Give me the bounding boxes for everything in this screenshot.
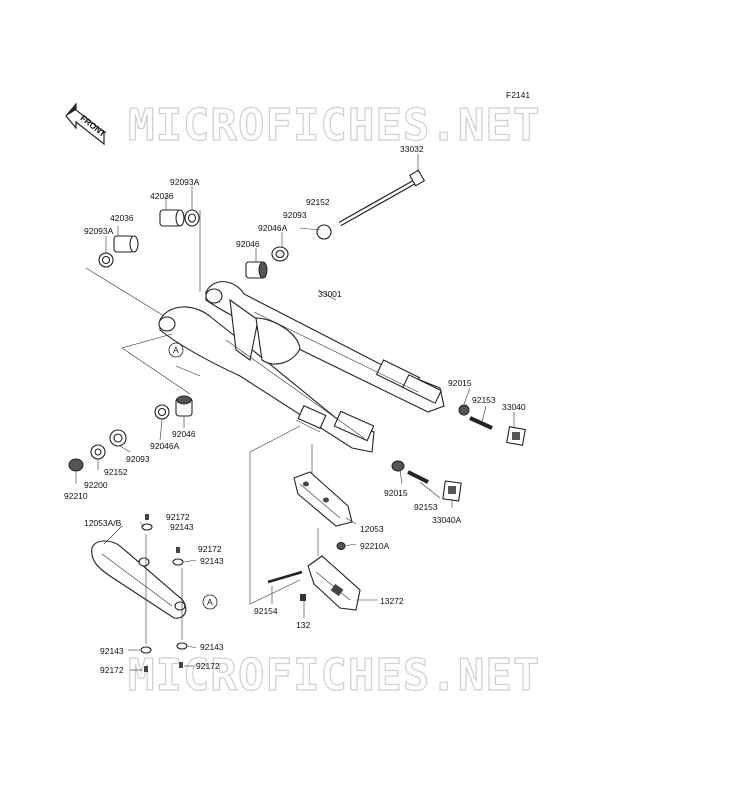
label-92143-a: 92143 xyxy=(170,522,194,532)
label-33032: 33032 xyxy=(400,144,424,154)
watermark-top: MICROFICHES.NET xyxy=(128,100,540,151)
label-42036-left: 42036 xyxy=(110,213,134,223)
screw-92172-d xyxy=(179,662,183,668)
screw-92172-b xyxy=(176,547,180,553)
bearing-92046-top xyxy=(245,261,268,279)
label-92015-low: 92015 xyxy=(384,488,408,498)
nut-92015-low xyxy=(391,460,405,472)
label-13272: 13272 xyxy=(380,596,404,606)
swingarm-body xyxy=(158,281,445,453)
washer-92143-b xyxy=(172,558,184,566)
screw-92172-c xyxy=(144,666,148,672)
label-132: 132 xyxy=(296,620,310,630)
label-92046-top: 92046 xyxy=(236,239,260,249)
bolt-92153-right xyxy=(469,416,493,430)
label-92152-top: 92152 xyxy=(306,197,330,207)
svg-text:A: A xyxy=(207,597,213,607)
svg-text:A: A xyxy=(173,345,179,355)
label-33040: 33040 xyxy=(502,402,526,412)
washer-92143-c xyxy=(140,646,152,654)
label-92153-right: 92153 xyxy=(472,395,496,405)
label-92172-a: 92172 xyxy=(166,512,190,522)
label-92143-d: 92143 xyxy=(200,642,224,652)
chain-slider-12053 xyxy=(293,471,353,527)
bolt-92153-low xyxy=(407,470,429,484)
nut-92015-right xyxy=(458,404,470,416)
label-92172-c: 92172 xyxy=(100,665,124,675)
sleeve-42036-top xyxy=(159,209,185,227)
label-92093-top: 92093 xyxy=(283,210,307,220)
label-92046-mid: 92046 xyxy=(172,429,196,439)
pivot-shaft xyxy=(338,169,426,227)
label-92154: 92154 xyxy=(254,606,278,616)
label-92046A-top: 92046A xyxy=(258,223,288,233)
label-92172-b: 92172 xyxy=(198,544,222,554)
screw-92172-a xyxy=(145,514,149,520)
label-92093-mid: 92093 xyxy=(126,454,150,464)
bolt-92154 xyxy=(267,570,303,584)
ref-circle-a-lower: A xyxy=(202,594,218,610)
ref-circle-a-upper: A xyxy=(168,342,184,358)
label-92015-right: 92015 xyxy=(448,378,472,388)
chain-guide-13272 xyxy=(307,555,361,611)
label-92093A-top: 92093A xyxy=(170,177,200,187)
bolt-132 xyxy=(300,594,306,601)
part-labels: 33032 92093A 42036 92152 92093 92046A 42… xyxy=(64,144,526,675)
label-92200: 92200 xyxy=(84,480,108,490)
label-42036-top: 42036 xyxy=(150,191,174,201)
label-92143-c: 92143 xyxy=(100,646,124,656)
watermark-bottom: MICROFICHES.NET xyxy=(128,650,540,701)
nut-92210 xyxy=(68,458,84,472)
label-92153-low: 92153 xyxy=(414,502,438,512)
nut-92210A xyxy=(336,542,346,550)
label-12053AB: 12053A/B xyxy=(84,518,122,528)
label-92152-mid: 92152 xyxy=(104,467,128,477)
washer-92143-d xyxy=(176,642,188,650)
label-92143-b: 92143 xyxy=(200,556,224,566)
label-33040A: 33040A xyxy=(432,515,462,525)
label-92093A-left: 92093A xyxy=(84,226,114,236)
label-92172-d: 92172 xyxy=(196,661,220,671)
label-92046A-mid: 92046A xyxy=(150,441,180,451)
label-92210: 92210 xyxy=(64,491,88,501)
label-92210A: 92210A xyxy=(360,541,390,551)
sleeve-42036-left xyxy=(113,235,139,253)
label-33001: 33001 xyxy=(318,289,342,299)
chain-slider-plate-12053AB xyxy=(91,540,187,619)
washer-92143-a xyxy=(141,523,153,531)
label-12053: 12053 xyxy=(360,524,384,534)
leader-lines xyxy=(75,154,515,671)
collar-92152-top xyxy=(316,224,332,240)
bearing-92046-mid xyxy=(175,395,193,417)
figure-code: F2141 xyxy=(506,90,530,100)
front-arrow-icon: FRONT xyxy=(65,102,108,146)
